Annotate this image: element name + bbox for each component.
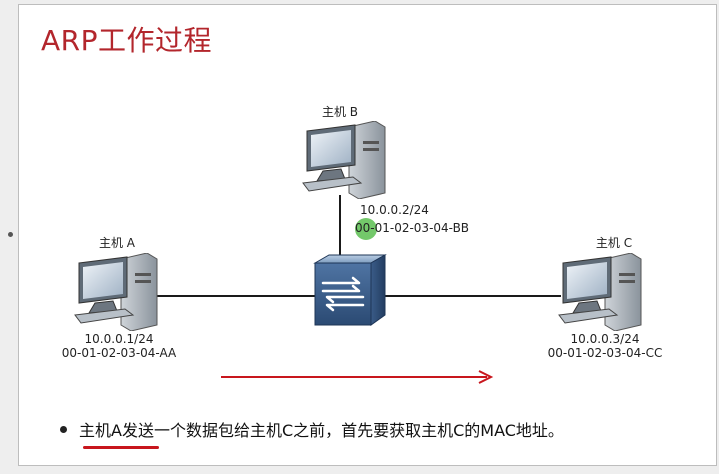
side-marker	[8, 232, 13, 237]
slide-title: ARP工作过程	[41, 24, 212, 57]
bullet-point: 主机A发送一个数据包给主机C之前，首先要获取主机C的MAC地址。	[60, 417, 564, 441]
host-b-mac: 00-01-02-03-04-BB	[355, 221, 470, 235]
link-b-switch	[339, 195, 341, 259]
switch-icon	[307, 253, 389, 333]
host-a-computer-icon	[69, 252, 161, 335]
host-a-name: 主机 A	[98, 236, 136, 250]
host-c-ip: 10.0.0.3/24	[570, 332, 640, 346]
host-b-ip: 10.0.0.2/24	[360, 203, 429, 217]
direction-arrow-icon	[219, 369, 499, 388]
host-c-name: 主机 C	[595, 236, 633, 250]
host-a-mac: 00-01-02-03-04-AA	[61, 346, 177, 360]
handwritten-underline	[83, 446, 159, 449]
pointer-highlight	[355, 218, 377, 240]
host-c-mac: 00-01-02-03-04-CC	[547, 346, 663, 360]
host-b-computer-icon	[297, 120, 389, 203]
link-switch-c	[385, 295, 561, 297]
bullet-dot-icon	[60, 426, 67, 433]
host-c-computer-icon	[553, 252, 645, 335]
host-a-ip: 10.0.0.1/24	[84, 332, 154, 346]
link-a-switch	[155, 295, 319, 297]
bullet-text: 主机A发送一个数据包给主机C之前，首先要获取主机C的MAC地址。	[79, 421, 564, 440]
host-b-name: 主机 B	[321, 105, 359, 119]
slide: ARP工作过程 主机 B 10.0.0.2/24 00-01-02-03-04-…	[18, 4, 717, 466]
